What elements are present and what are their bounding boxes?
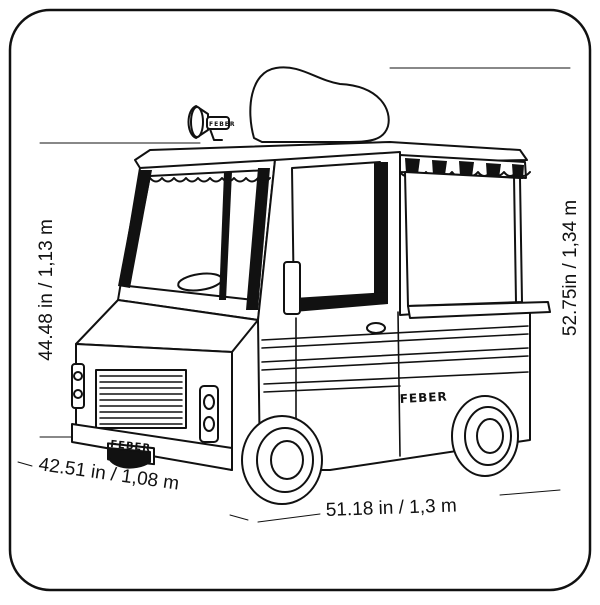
- windshield-pillar-left: [118, 170, 152, 288]
- megaphone-icon: [187, 105, 230, 141]
- windshield-pillar-right: [219, 172, 232, 300]
- serving-window-post: [513, 175, 517, 303]
- side-window-sill: [294, 292, 388, 312]
- steering-wheel: [177, 272, 223, 292]
- side-mirror: [283, 261, 301, 315]
- serving-counter: [407, 301, 551, 319]
- windshield-pillar-center: [246, 168, 270, 310]
- windshield-scallops: [149, 177, 271, 183]
- side-brand-label: FEBER: [399, 390, 448, 406]
- door-handle: [366, 322, 386, 334]
- height-front-label: 44.48 in / 1,13 m: [36, 219, 57, 361]
- front-wheel-left: [107, 447, 151, 469]
- dimension-lines: [17, 67, 571, 523]
- length-label: 51.18 in / 1,3 m: [325, 495, 457, 521]
- side-window: [291, 161, 381, 311]
- megaphone-label: FEBER: [209, 121, 236, 128]
- height-back-label: 52.75in / 1,34 m: [560, 200, 581, 336]
- front-plate-label: FEBER: [110, 439, 152, 454]
- grille: [95, 369, 187, 429]
- grille-slats: [99, 375, 183, 425]
- side-window-frame: [374, 162, 388, 302]
- serving-window: [404, 171, 523, 307]
- headlight-left: [71, 363, 85, 409]
- front-wheel-right: [241, 415, 323, 505]
- headlight-right: [199, 385, 219, 443]
- rear-wheel: [451, 395, 519, 477]
- windshield: [127, 169, 269, 301]
- roof-dome: [249, 66, 390, 143]
